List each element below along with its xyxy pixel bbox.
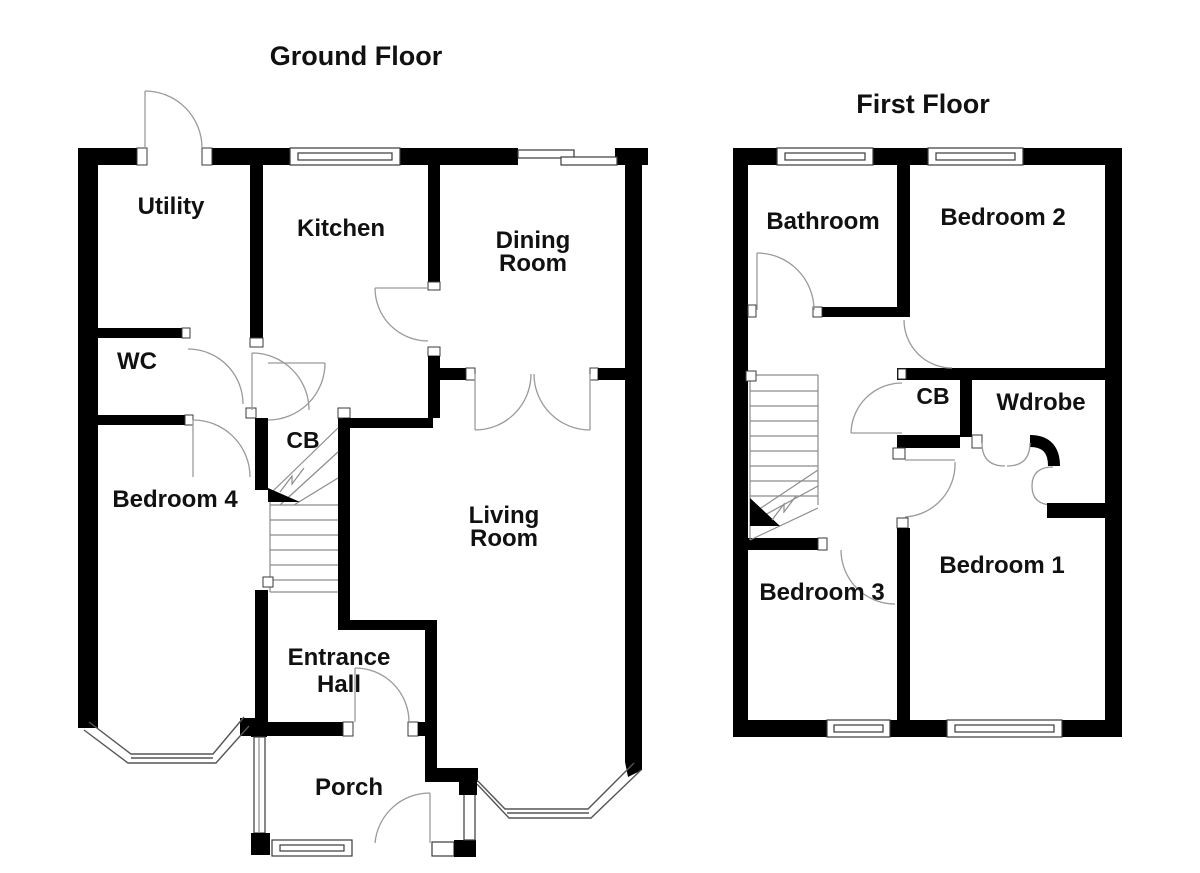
room-label-utility: Utility bbox=[138, 193, 205, 220]
room-label-porch: Porch bbox=[315, 774, 383, 801]
room-label-bedroom4: Bedroom 4 bbox=[112, 486, 238, 513]
room-label-dining-2: Room bbox=[499, 250, 567, 277]
living-room-bay-window bbox=[472, 762, 642, 819]
room-label-entrance-1: Entrance bbox=[288, 644, 391, 671]
bedroom1-window bbox=[946, 719, 1063, 738]
room-label-bedroom2: Bedroom 2 bbox=[940, 204, 1065, 231]
room-label-wc: WC bbox=[117, 348, 157, 375]
ground-doors bbox=[187, 287, 591, 844]
first-doors bbox=[756, 252, 956, 605]
first-floor-title: First Floor bbox=[856, 89, 990, 119]
labels: Ground Floor First Floor Utility Kitchen… bbox=[112, 41, 1085, 801]
bedroom3-window bbox=[826, 719, 891, 738]
utility-door bbox=[136, 90, 213, 166]
room-label-bathroom: Bathroom bbox=[766, 208, 879, 235]
ground-exterior-walls bbox=[78, 148, 648, 777]
ground-floor-plan bbox=[78, 90, 648, 857]
room-label-cb-ground: CB bbox=[286, 427, 319, 453]
ground-floor-title: Ground Floor bbox=[270, 41, 443, 71]
room-label-bedroom3: Bedroom 3 bbox=[759, 579, 884, 606]
first-exterior-walls bbox=[733, 148, 1122, 737]
room-label-kitchen: Kitchen bbox=[297, 215, 385, 242]
room-label-entrance-2: Hall bbox=[317, 671, 361, 698]
kitchen-window bbox=[289, 147, 401, 166]
first-floor-plan bbox=[733, 147, 1122, 738]
room-label-wardrobe: Wdrobe bbox=[996, 389, 1085, 416]
bedroom2-window bbox=[927, 147, 1024, 166]
first-internal-walls bbox=[747, 165, 1105, 720]
dining-patio-slider bbox=[517, 149, 618, 166]
first-staircase bbox=[745, 370, 819, 541]
ground-internal-walls bbox=[98, 165, 625, 782]
ground-staircase bbox=[262, 427, 339, 593]
room-label-dining-1: Dining bbox=[496, 227, 571, 254]
room-label-living-1: Living bbox=[469, 502, 540, 529]
bedroom4-bay-window bbox=[83, 716, 250, 764]
room-label-living-2: Room bbox=[470, 525, 538, 552]
room-label-bedroom1: Bedroom 1 bbox=[939, 552, 1064, 579]
bathroom-window bbox=[776, 147, 874, 166]
room-label-cb-first: CB bbox=[916, 383, 949, 409]
porch-structure bbox=[251, 722, 477, 857]
